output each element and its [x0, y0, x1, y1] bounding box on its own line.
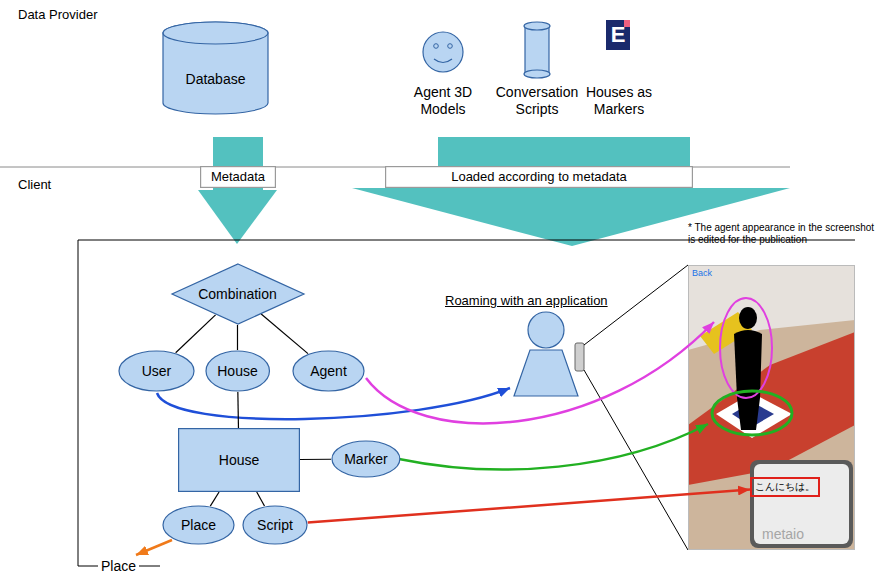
client-frame [78, 240, 855, 566]
node-text: House [217, 363, 257, 380]
agent-silhouette [739, 307, 757, 329]
person-body [514, 350, 578, 396]
flow-arrow-head [198, 190, 277, 244]
connector-arrow [308, 490, 750, 523]
attribute-ellipse: Place [162, 505, 235, 545]
screenshot-frame [689, 266, 855, 550]
loading-box: Loaded according to metadata [385, 166, 693, 188]
loading-box-outline [386, 167, 693, 188]
highlight-box-outline [751, 478, 819, 496]
dialogue-panel [750, 460, 853, 548]
node-text: こんにちは。 [755, 481, 815, 493]
app-screenshot [688, 265, 855, 550]
user-arrow [157, 388, 510, 419]
node-text: Database [186, 71, 246, 88]
back-button: Back [692, 268, 712, 279]
node-text: Metadata [211, 169, 265, 185]
smiley-mouth [434, 59, 452, 63]
database-cylinder: Database [162, 22, 269, 114]
node-text: Agent [310, 363, 347, 380]
connector-line [176, 315, 216, 353]
node-text: Script [257, 517, 293, 534]
scroll-curl [524, 22, 550, 30]
connector-line [300, 459, 331, 460]
smiley-eye [434, 44, 439, 49]
metadata-box-outline [201, 167, 276, 188]
device-icon [575, 343, 584, 371]
node-text: User [142, 363, 172, 380]
attribute-ellipse-outline [163, 506, 234, 544]
smiley-eye [448, 44, 453, 49]
scroll-curl [524, 70, 550, 78]
section-label: Data Provider [18, 7, 97, 23]
entity-ellipse: House [205, 350, 270, 392]
scroll-icon [525, 26, 549, 74]
connector-line [237, 325, 238, 350]
person-head [528, 312, 564, 348]
database-cylinder-outline [162, 22, 269, 114]
connector-line [210, 492, 219, 506]
icon-letter: E [606, 20, 630, 50]
icon-caption: Houses as Markers [578, 84, 660, 118]
entity-box: House [178, 428, 300, 492]
highlight-box: こんにちは。 [750, 477, 820, 497]
marker-arrow [399, 424, 708, 469]
attribute-ellipse: Script [242, 505, 308, 545]
decision-diamond: Combination [171, 263, 305, 325]
entity-ellipse-outline [119, 351, 194, 391]
attribute-ellipse: Marker [331, 440, 401, 478]
marker-icon [606, 20, 630, 50]
entity-ellipse-outline [293, 351, 364, 391]
icon-caption: Agent 3D Models [410, 84, 476, 118]
icon-caption: Conversation Scripts [491, 84, 583, 118]
metadata-box: Metadata [200, 166, 276, 188]
agent-highlight [720, 298, 772, 398]
node-text: House [219, 452, 259, 469]
decision-diamond-outline [172, 264, 304, 324]
connector-line [261, 314, 308, 354]
entity-ellipse: Agent [292, 350, 365, 392]
node-text: Combination [198, 286, 277, 303]
smiley-icon [423, 32, 463, 72]
flow-arrow-stem [438, 137, 690, 168]
connector-line [257, 492, 265, 506]
screenshot-ground [688, 265, 855, 550]
place-arrow [136, 540, 172, 555]
dialogue-panel [754, 464, 849, 544]
entity-ellipse: User [118, 350, 195, 392]
note-text: * The agent appearance in the screenshot… [688, 222, 880, 246]
attribute-ellipse-outline [332, 441, 400, 477]
node-text: Place [181, 517, 216, 534]
node-text: Marker [344, 451, 388, 468]
node-text: Loaded according to metadata [451, 169, 627, 185]
place-label: Place [98, 558, 139, 575]
figure-caption: Roaming with an application [445, 293, 608, 309]
section-label: Client [18, 177, 51, 193]
database-cylinder-outline [163, 22, 268, 114]
agent-arrow [366, 322, 714, 423]
agent-silhouette [734, 330, 762, 430]
entity-ellipse-outline [206, 351, 269, 391]
watermark: metaio [762, 526, 804, 543]
marker-highlight [712, 391, 792, 435]
database-cylinder-outline [163, 22, 268, 44]
connector-line [237, 392, 239, 428]
attribute-ellipse-outline [243, 506, 307, 544]
entity-box-outline [179, 429, 300, 492]
